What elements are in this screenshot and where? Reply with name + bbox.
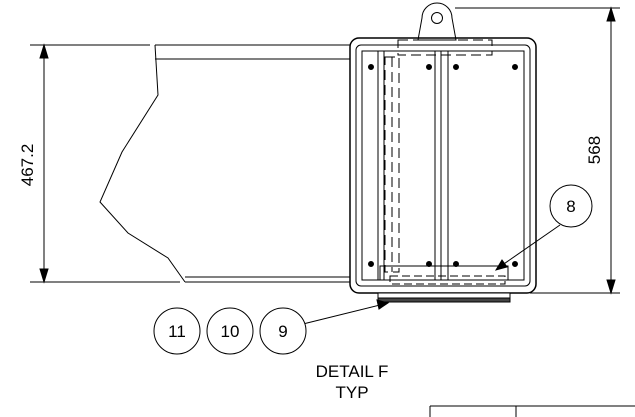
callout-label-11: 11 (168, 322, 186, 341)
callout-label-8: 8 (566, 197, 575, 216)
detail-title: DETAIL F (316, 362, 389, 381)
callout-label-9: 9 (278, 322, 287, 341)
callout-bubble-11 (153, 307, 201, 355)
base-plate (377, 292, 511, 303)
callout-9-leader (302, 299, 390, 325)
enclosure-body (349, 37, 537, 294)
dimension-height-left-label: 467.2 (18, 144, 37, 187)
callout-label-10: 10 (221, 322, 240, 341)
detail-subtitle: TYP (335, 383, 368, 402)
lifting-lug (417, 2, 457, 41)
callout-bubble-9 (259, 307, 307, 355)
callout-bubble-8 (549, 184, 593, 228)
duct-section (99, 44, 350, 283)
mounting-bolts (368, 64, 518, 267)
callout-8-leader (494, 224, 561, 271)
title-block-corner (429, 405, 635, 417)
dimension-467-2 (30, 43, 180, 284)
callout-bubble-10 (206, 307, 254, 355)
dimension-height-right-label: 568 (585, 136, 604, 164)
dimension-568 (455, 6, 620, 295)
